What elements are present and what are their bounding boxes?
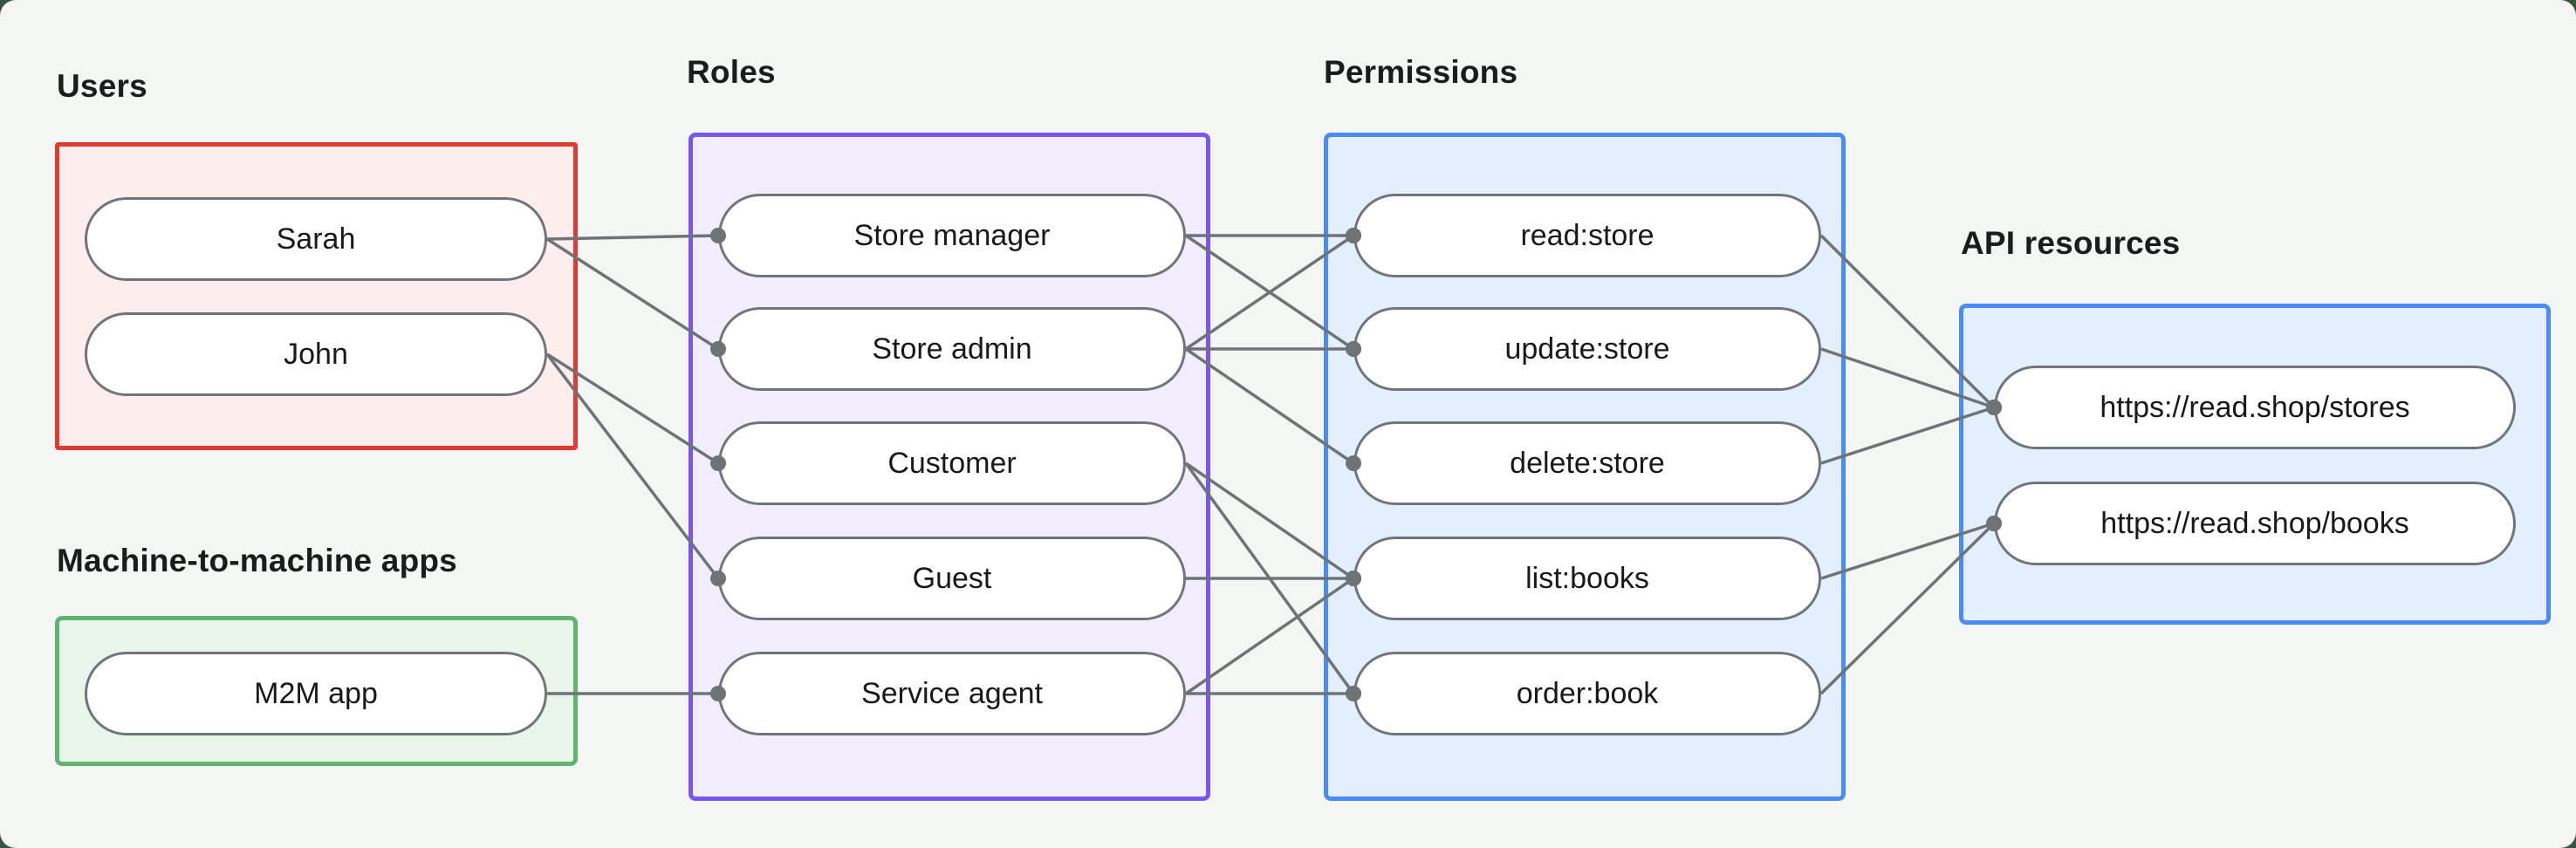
node-role-service-agent: Service agent [718,652,1186,735]
node-api-resource-stores: https://read.shop/stores [1994,366,2516,449]
node-m2m-app: M2M app [85,652,547,735]
node-permission-list-books: list:books [1353,537,1821,620]
api-resources-group-label: API resources [1961,225,2181,261]
roles-group-label: Roles [687,54,776,90]
node-role-customer: Customer [718,421,1186,505]
node-api-resource-books: https://read.shop/books [1994,482,2516,565]
node-permission-read-store: read:store [1353,194,1821,277]
node-permission-delete-store: delete:store [1353,421,1821,505]
m2m-group-label: Machine-to-machine apps [57,543,457,578]
node-permission-update-store: update:store [1353,307,1821,391]
node-role-store-manager: Store manager [718,194,1186,277]
node-user-sarah: Sarah [85,197,547,281]
permissions-group-label: Permissions [1324,54,1518,90]
api-resources-group-box [1959,304,2551,625]
users-group-label: Users [57,68,147,104]
node-permission-order-book: order:book [1353,652,1821,735]
users-group-box [55,142,578,450]
node-user-john: John [85,312,547,396]
node-role-store-admin: Store admin [718,307,1186,391]
node-role-guest: Guest [718,537,1186,620]
